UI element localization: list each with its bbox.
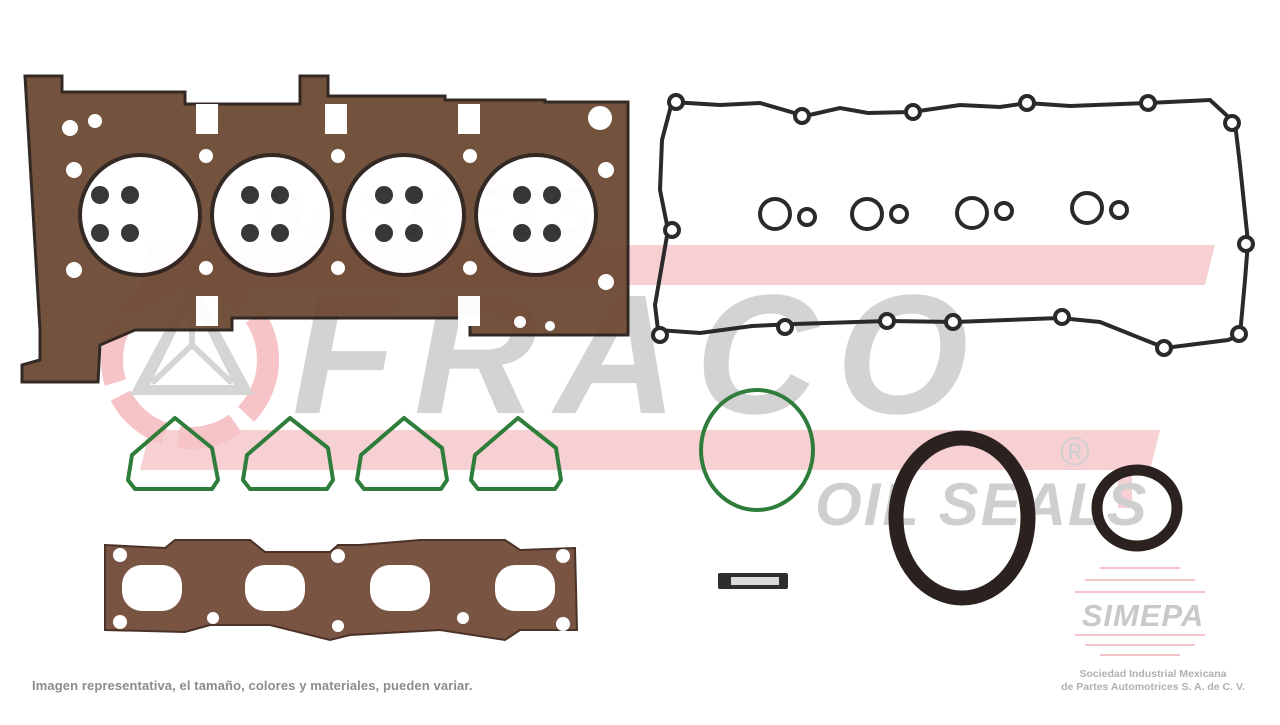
throttle-body-gasket [699, 388, 815, 512]
registered-mark: ® [1060, 430, 1090, 474]
exhaust-manifold-gasket [104, 539, 579, 642]
disclaimer-text: Imagen representativa, el tamaño, colore… [32, 678, 473, 693]
watermark-stripe-bottom [140, 430, 1160, 470]
company-line-1: Sociedad Industrial Mexicana [1079, 668, 1227, 680]
simepa-logo-graphic [1075, 567, 1205, 656]
oil-filter-screen [718, 573, 788, 589]
valve-stem-seals [91, 186, 561, 242]
rear-crankshaft-seal [888, 430, 1036, 606]
cylinder-head-gasket [20, 74, 630, 384]
company-name: Sociedad Industrial Mexicana de Partes A… [1040, 668, 1266, 694]
spark-plug-tube-seals [758, 191, 1129, 231]
emblem-ring-icon [101, 271, 279, 449]
front-crankshaft-seal [1091, 464, 1183, 552]
intake-manifold-gaskets [126, 416, 563, 491]
valve-cover-gasket [652, 97, 1251, 351]
simepa-logo-text: SIMEPA [1081, 598, 1205, 633]
watermark-oilseals-text: OIL SEALS [815, 471, 1149, 538]
company-line-2: de Partes Automotrices S. A. de C. V. [1061, 681, 1245, 693]
